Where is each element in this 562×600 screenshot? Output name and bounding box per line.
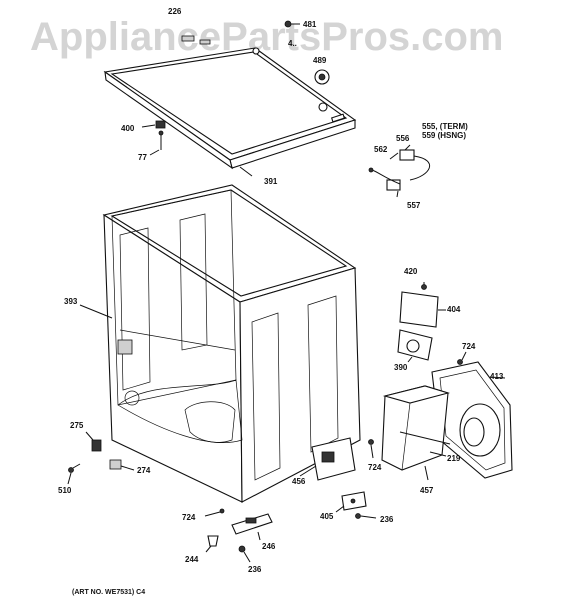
label-246: 246: [262, 542, 276, 551]
label-274: 274: [137, 466, 151, 475]
label-219: 219: [447, 454, 461, 463]
label-556: 556: [396, 134, 410, 143]
part-724-screw-middle[interactable]: [368, 439, 374, 459]
part-246-bracket[interactable]: [231, 513, 273, 541]
part-456-bracket[interactable]: [299, 437, 356, 481]
label-562: 562: [374, 145, 388, 154]
label-244: 244: [185, 555, 199, 564]
part-236-screw-bottom[interactable]: [238, 545, 251, 563]
label-557: 557: [407, 201, 421, 210]
label-275: 275: [70, 421, 84, 430]
part-489-grommet[interactable]: [314, 69, 330, 85]
part-236-screw-right[interactable]: [355, 513, 377, 519]
part-724-screw-upper[interactable]: [457, 351, 467, 365]
terminal-block-assembly[interactable]: [368, 144, 431, 198]
label-77: 77: [138, 153, 147, 162]
label-510: 510: [58, 486, 72, 495]
part-413-bulkhead[interactable]: [431, 361, 513, 479]
part-405-clip[interactable]: [335, 491, 367, 513]
part-390-bracket[interactable]: [397, 329, 433, 363]
label-724-upper: 724: [462, 342, 476, 351]
label-393: 393: [64, 297, 78, 306]
label-4xx: 4..: [288, 39, 297, 48]
label-456: 456: [292, 477, 306, 486]
cabinet[interactable]: [102, 184, 361, 503]
part-510-screw[interactable]: [67, 463, 81, 485]
label-390: 390: [394, 363, 408, 372]
label-405: 405: [320, 512, 334, 521]
art-number-footer: (ART NO. WE7531) C4: [72, 589, 145, 596]
part-244-leg[interactable]: [205, 535, 219, 553]
label-413: 413: [490, 372, 504, 381]
part-219-duct[interactable]: [381, 385, 451, 481]
label-391: 391: [264, 177, 278, 186]
label-724-lower: 724: [182, 513, 196, 522]
label-226: 226: [168, 7, 182, 16]
label-404: 404: [447, 305, 461, 314]
part-420-screw[interactable]: [421, 282, 427, 290]
label-481: 481: [303, 20, 317, 29]
label-724-middle: 724: [368, 463, 382, 472]
part-274-switch[interactable]: [109, 459, 135, 471]
part-400-bumper[interactable]: [141, 120, 166, 129]
label-489: 489: [313, 56, 327, 65]
label-457: 457: [420, 486, 434, 495]
label-420: 420: [404, 267, 418, 276]
watermark-text: AppliancePartsPros.com: [30, 15, 504, 59]
part-404-cover[interactable]: [399, 291, 446, 328]
label-236-bottom: 236: [248, 565, 262, 574]
panel-hole-icon: [318, 102, 328, 112]
label-236-right: 236: [380, 515, 394, 524]
part-77-screw[interactable]: [149, 130, 164, 156]
part-481-screw[interactable]: [284, 20, 300, 28]
label-400: 400: [121, 124, 135, 133]
label-559: 559 (HSNG): [422, 131, 466, 140]
part-226-clip[interactable]: [181, 35, 211, 45]
label-555: 555, (TERM): [422, 122, 468, 131]
part-275-switch[interactable]: [85, 431, 102, 452]
part-724-screw-lower[interactable]: [204, 508, 225, 517]
top-panel[interactable]: [103, 47, 357, 170]
